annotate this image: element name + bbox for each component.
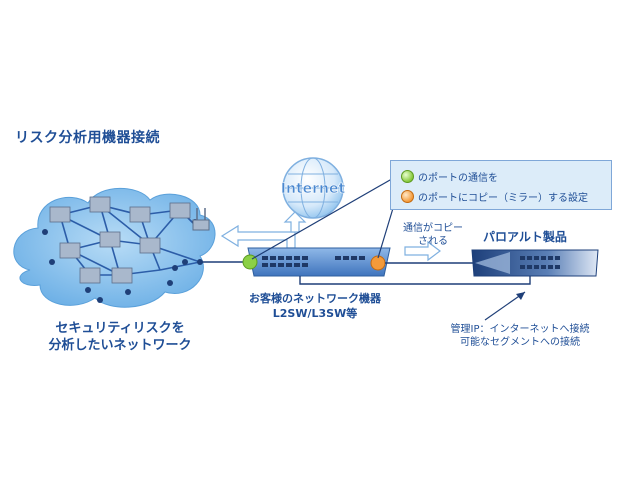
- switch-node-icon: [50, 207, 70, 222]
- customer-switch: [248, 248, 390, 276]
- switch-node-icon: [80, 268, 100, 283]
- legend-row-orange: のポートにコピー（ミラー）する設定: [401, 189, 588, 204]
- mgmt-note: 管理IP：インターネットへ接続 可能なセグメントへの接続: [420, 323, 620, 349]
- copy-note-line1: 通信がコピー: [393, 222, 473, 235]
- customer-device-line2: L2SW/L3SW等: [230, 306, 400, 321]
- switch-node-icon: [170, 203, 190, 218]
- network-label: セキュリティリスクを 分析したいネットワーク: [20, 320, 220, 354]
- mgmt-pointer-head: [516, 292, 525, 300]
- network-label-line1: セキュリティリスクを: [20, 320, 220, 337]
- mgmt-note-line1: 管理IP：インターネットへ接続: [420, 323, 620, 336]
- switch-node-icon: [130, 207, 150, 222]
- legend-green-text: のポートの通信を: [418, 169, 498, 184]
- product-label: パロアルト製品: [470, 228, 580, 245]
- mirror-destination-port: [371, 256, 385, 270]
- legend-orange-text: のポートにコピー（ミラー）する設定: [418, 189, 588, 204]
- network-label-line2: 分析したいネットワーク: [20, 337, 220, 354]
- switch-node-icon: [112, 268, 132, 283]
- switch-node-icon: [140, 238, 160, 253]
- customer-device-label: お客様のネットワーク機器 L2SW/L3SW等: [230, 291, 400, 321]
- copy-note-line2: される: [393, 235, 473, 248]
- paloalto-appliance: [472, 250, 598, 276]
- management-link: [300, 276, 530, 284]
- internet-label: Internet: [281, 181, 346, 197]
- legend-row-green: のポートの通信を: [401, 169, 498, 184]
- mgmt-note-line2: 可能なセグメントへの接続: [420, 336, 620, 349]
- internet-arrow: [222, 212, 305, 248]
- mirror-legend: のポートの通信を のポートにコピー（ミラー）する設定: [390, 160, 612, 210]
- copy-note: 通信がコピー される: [393, 222, 473, 248]
- orange-port-icon: [401, 190, 414, 203]
- switch-node-icon: [100, 232, 120, 247]
- customer-device-line1: お客様のネットワーク機器: [230, 291, 400, 306]
- switch-node-icon: [60, 243, 80, 258]
- switch-node-icon: [90, 197, 110, 212]
- green-port-icon: [401, 170, 414, 183]
